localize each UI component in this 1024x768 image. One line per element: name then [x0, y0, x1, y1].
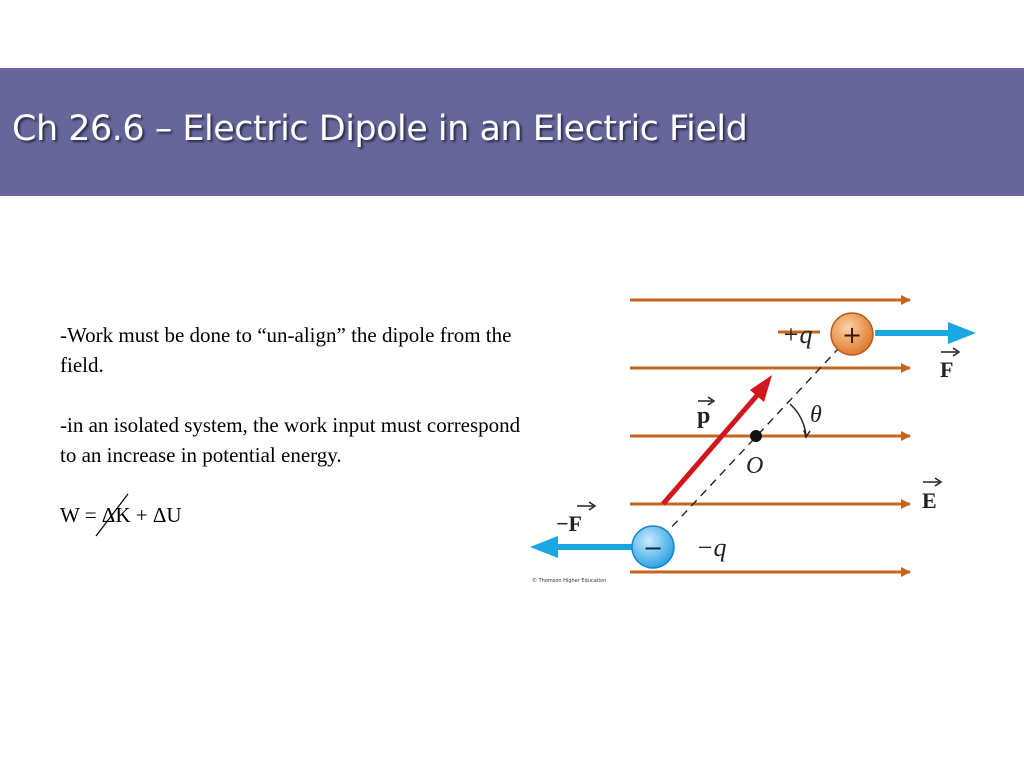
copyright-credit: © Thomson Higher Education [532, 577, 606, 584]
positive-charge: + [830, 312, 874, 356]
field-label: E [922, 488, 937, 513]
force-label: F [940, 357, 953, 382]
formula-lhs: W = [60, 503, 102, 527]
field-lines [630, 295, 911, 577]
angle-arc-tip [803, 429, 811, 439]
origin-point [750, 430, 762, 442]
formula-plus: + [130, 503, 153, 527]
slide-title: Ch 26.6 – Electric Dipole in an Electric… [12, 109, 748, 149]
plus-sign: + [842, 321, 862, 349]
force-arrow-left [530, 536, 632, 558]
formula-delta-k: Δ [101, 503, 116, 527]
slide-body: -Work must be done to “un-align” the dip… [60, 320, 540, 537]
formula-k: K [115, 503, 131, 527]
strike-through-icon [95, 493, 129, 537]
neg-force-label: −F [556, 511, 582, 536]
dipole-moment-arrow [661, 375, 772, 506]
origin-label: O [746, 453, 763, 479]
neg-force-label-group: −F [556, 501, 597, 536]
paragraph-work-unalign: -Work must be done to “un-align” the dip… [60, 323, 512, 377]
energy-formula: W = ΔK + ΔU [60, 493, 182, 537]
dipole-diagram: + − +q −q F −F p E θ O © Thomson Higher … [530, 295, 976, 584]
struck-kinetic-term: ΔK [95, 493, 131, 537]
formula-delta-u: Δ [152, 503, 167, 527]
field-label-group: E [922, 477, 943, 513]
paragraph-isolated-system: -in an isolated system, the work input m… [60, 413, 521, 467]
angle-label: θ [810, 402, 822, 428]
title-bar [0, 68, 1024, 196]
dipole-label-group: p [697, 396, 716, 429]
force-label-group: F [940, 347, 961, 382]
negative-charge: − [631, 525, 675, 569]
dipole-label: p [697, 403, 710, 429]
minus-sign: − [643, 534, 663, 562]
force-arrow-right [875, 322, 976, 344]
negative-charge-label: −q [696, 533, 727, 562]
positive-charge-label: +q [782, 320, 813, 349]
formula-u: U [166, 503, 182, 527]
